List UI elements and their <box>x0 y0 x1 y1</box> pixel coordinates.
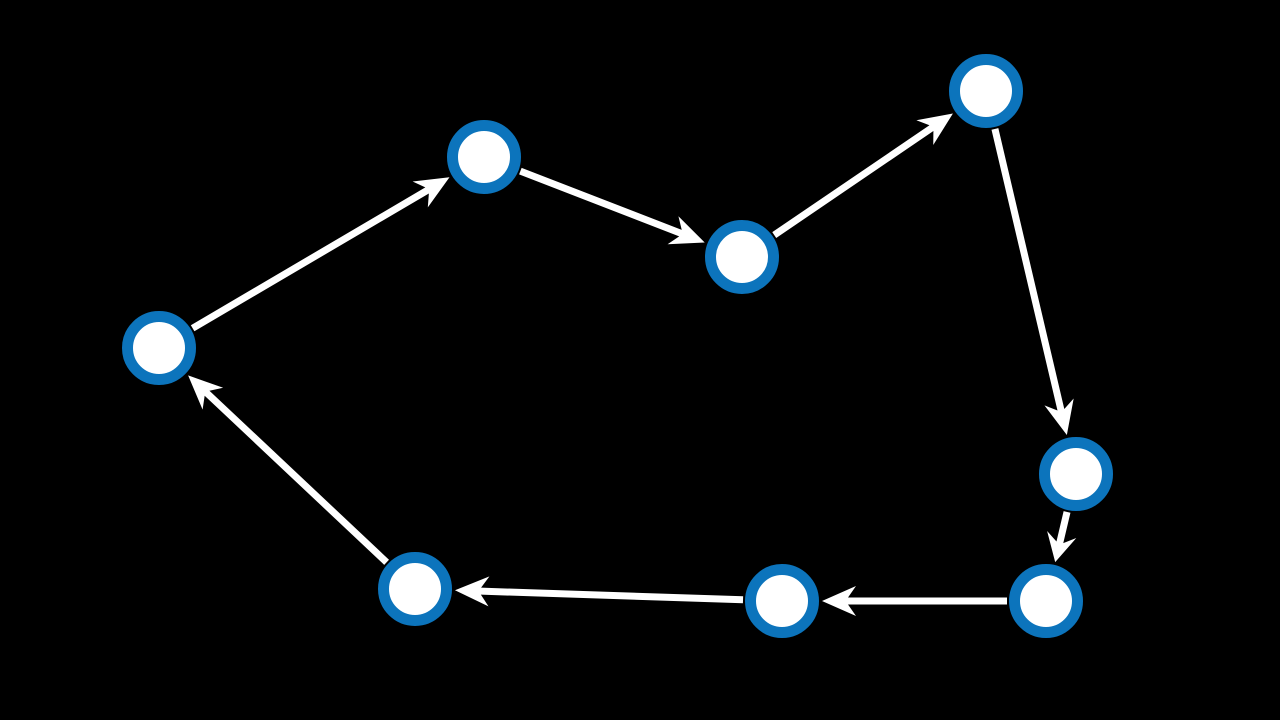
graph-edge-n7-to-n8[interactable] <box>454 576 744 607</box>
graph-node-fill <box>452 125 516 189</box>
graph-node-ring <box>122 311 196 385</box>
graph-node-n4[interactable] <box>949 54 1023 128</box>
graph-node-fill <box>1044 442 1108 506</box>
graph-node-fill <box>127 316 191 380</box>
graph-node-ring <box>378 552 452 626</box>
graph-edge-n8-to-n1[interactable] <box>188 375 389 565</box>
graph-node-fill <box>383 557 447 621</box>
graph-edge-n6-to-n7[interactable] <box>822 586 1007 616</box>
graph-node-fill <box>750 569 814 633</box>
graph-node-fill <box>1014 569 1078 633</box>
graph-node-n7[interactable] <box>745 564 819 638</box>
graph-edge-n3-to-n4[interactable] <box>772 113 953 238</box>
edge-layer <box>188 113 1077 616</box>
graph-node-n2[interactable] <box>447 120 521 194</box>
graph-node-ring <box>705 220 779 294</box>
node-layer <box>122 54 1113 638</box>
graph-node-n1[interactable] <box>122 311 196 385</box>
graph-node-n6[interactable] <box>1009 564 1083 638</box>
graph-node-fill <box>954 59 1018 123</box>
graph-node-n3[interactable] <box>705 220 779 294</box>
graph-node-ring <box>1009 564 1083 638</box>
graph-node-ring <box>1039 437 1113 511</box>
graph-edge-n1-to-n2[interactable] <box>190 177 450 332</box>
graph-node-ring <box>447 120 521 194</box>
graph-node-ring <box>949 54 1023 128</box>
graph-node-n8[interactable] <box>378 552 452 626</box>
graph-node-n5[interactable] <box>1039 437 1113 511</box>
graph-edge-n4-to-n5[interactable] <box>991 128 1074 436</box>
graph-node-fill <box>710 225 774 289</box>
graph-edge-n5-to-n6[interactable] <box>1047 511 1077 563</box>
graph-edge-n2-to-n3[interactable] <box>519 167 705 245</box>
graph-node-ring <box>745 564 819 638</box>
